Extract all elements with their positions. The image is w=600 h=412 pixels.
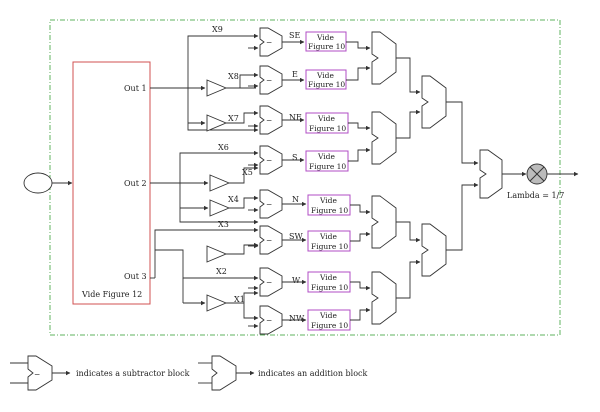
svg-text:Vide: Vide [316,33,334,42]
dir-s: S [292,153,297,162]
legend-addition-text: indicates an addition block [258,369,368,378]
gain-x3: X3 [218,220,229,229]
vide-to-adder-wiring [346,41,371,321]
out3-label: Out 3 [124,272,147,281]
svg-text:Vide: Vide [317,114,335,123]
vide-box-n: Vide Figure 10 [307,194,351,216]
svg-text:Figure 10: Figure 10 [309,162,346,171]
out1-wiring [150,33,259,133]
gain-x2: X2 [216,267,227,276]
svg-text:Vide: Vide [319,232,337,241]
svg-text:Vide: Vide [319,273,337,282]
out3-wiring [150,227,259,306]
svg-text:−: − [266,38,272,47]
gain-x8: X8 [228,72,239,81]
final-adder [479,149,503,199]
svg-text:Figure 10: Figure 10 [311,321,348,330]
multiplier-icon [526,163,548,185]
dir-nw: NW [289,314,305,323]
subtractor-blocks: − − − − − − − − [248,27,283,335]
gain-x6: X6 [218,143,229,152]
vide-box-nw: Vide Figure 10 [307,309,351,331]
vide-box-e: Vide Figure 10 [305,69,347,90]
dir-w: W [292,276,301,285]
level2-to-final-wiring [446,101,479,251]
svg-text:−: − [266,156,272,165]
svg-text:Figure 10: Figure 10 [308,42,345,51]
svg-text:−: − [266,116,272,125]
gain-blocks [180,72,259,321]
gain-x1: X1 [234,295,245,304]
figure12-block [72,61,151,305]
dir-ne: NE [289,113,302,122]
svg-text:Figure 10: Figure 10 [308,80,345,89]
adder-blocks-level1 [371,31,397,325]
svg-text:Vide: Vide [316,71,334,80]
svg-text:Vide: Vide [317,152,335,161]
dir-se: SE [289,31,300,40]
svg-text:Figure 10: Figure 10 [311,283,348,292]
svg-text:Figure 10: Figure 10 [311,206,348,215]
level1-to-level2-wiring [396,57,421,299]
svg-text:−: − [34,370,40,379]
gain-x7: X7 [228,114,239,123]
vide-box-s: Vide Figure 10 [305,150,349,172]
lambda-label: Lambda = 1/7 [507,191,564,200]
gain-x4: X4 [228,195,239,204]
legend-subtractor-symbol: − [10,355,71,391]
legend-adder-symbol [198,355,255,391]
out1-label: Out 1 [124,84,147,93]
svg-text:Figure 10: Figure 10 [309,124,346,133]
svg-text:Vide: Vide [319,196,337,205]
dir-sw: SW [289,232,303,241]
gain-x5: X5 [242,168,253,177]
out2-wiring [150,150,259,225]
input-source [23,172,53,194]
svg-text:−: − [266,200,272,209]
svg-text:−: − [266,76,272,85]
svg-text:−: − [266,316,272,325]
vide-box-sw: Vide Figure 10 [307,230,351,252]
vide-box-se: Vide Figure 10 [305,31,347,52]
sub-to-vide-wiring [282,39,307,323]
out2-label: Out 2 [124,179,147,188]
legend-subtractor-text: indicates a subtractor block [76,369,190,378]
figure12-label: Vide Figure 12 [81,290,142,299]
svg-text:Figure 10: Figure 10 [311,242,348,251]
dir-n: N [292,195,299,204]
svg-text:−: − [266,236,272,245]
dir-e: E [292,70,298,79]
gain-x9: X9 [212,25,223,34]
adder-blocks-level2 [421,75,447,277]
vide-box-ne: Vide Figure 10 [305,112,349,134]
svg-text:Vide: Vide [319,311,337,320]
svg-text:−: − [266,278,272,287]
vide-box-w: Vide Figure 10 [307,271,351,293]
